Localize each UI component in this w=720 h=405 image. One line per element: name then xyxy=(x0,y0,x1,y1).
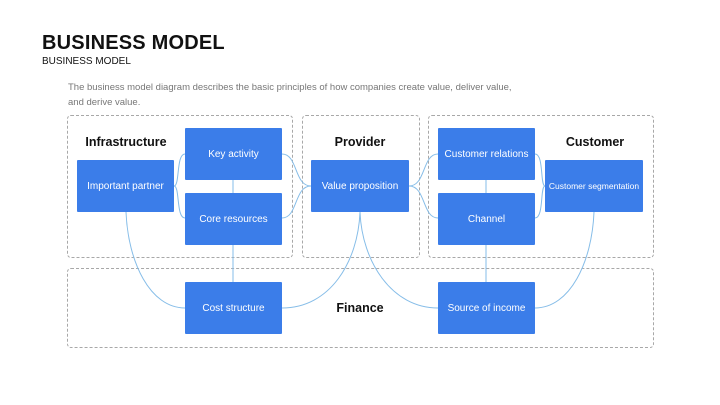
infrastructure-panel xyxy=(67,115,293,258)
value-proposition-box: Value proposition xyxy=(311,160,409,212)
page-description: The business model diagram describes the… xyxy=(68,82,512,108)
page-title: BUSINESS MODEL xyxy=(42,32,225,54)
core-resources-box: Core resources xyxy=(185,193,282,245)
connector-value-cost xyxy=(281,211,361,309)
connector-partner-cost xyxy=(125,211,186,309)
page-subtitle: BUSINESS MODEL xyxy=(42,56,131,67)
channel-box: Channel xyxy=(438,193,535,245)
finance-label: Finance xyxy=(336,301,384,315)
provider-panel xyxy=(302,115,420,258)
customer-panel xyxy=(428,115,654,258)
connector-value-customer-brace xyxy=(408,153,439,219)
finance-panel xyxy=(67,268,654,348)
connector-segmentation-brace xyxy=(534,153,546,219)
connector-value-income xyxy=(359,211,439,309)
infrastructure-label: Infrastructure xyxy=(85,135,167,149)
source-of-income-box: Source of income xyxy=(438,282,535,334)
cost-structure-box: Cost structure xyxy=(185,282,282,334)
provider-label: Provider xyxy=(334,135,386,149)
important-partner-box: Important partner xyxy=(77,160,174,212)
customer-relations-box: Customer relations xyxy=(438,128,535,180)
connector-partner-brace xyxy=(173,153,186,219)
customer-segmentation-box: Customer segmentation xyxy=(545,160,643,212)
key-activity-box: Key activity xyxy=(185,128,282,180)
customer-label: Customer xyxy=(565,135,625,149)
connector-infra-value-brace xyxy=(281,153,312,219)
connector-segmentation-income xyxy=(534,211,595,309)
